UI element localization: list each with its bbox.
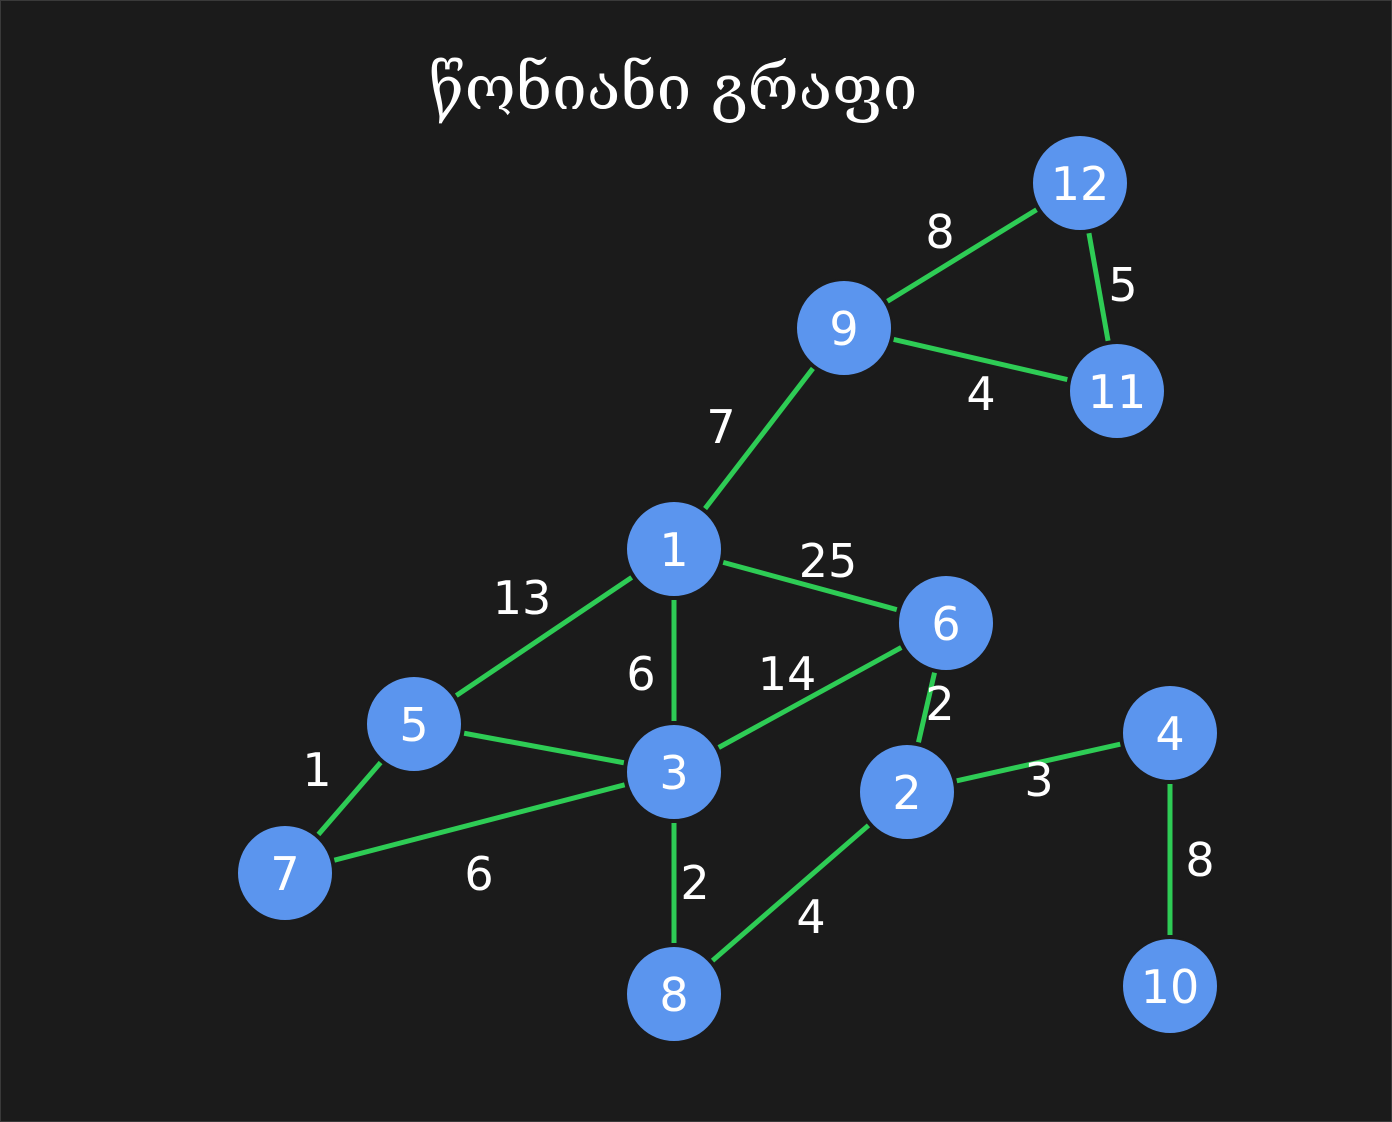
edge-7-3 [333,782,626,863]
node-circle [1031,134,1129,232]
node-circle [625,945,723,1043]
edge-weight-1-3: 6 [626,647,655,701]
node-circle [236,824,334,922]
edge-weight-5-7: 1 [302,743,331,797]
edge-12-9 [886,207,1038,304]
edge-1-6 [722,559,898,613]
node-circle [897,574,995,672]
edge-weight-7-3: 6 [464,847,493,901]
node-11: 11 [1068,342,1166,440]
edge-weight-12-11: 5 [1108,258,1137,312]
edge-6-3 [717,645,903,750]
node-circle [858,743,956,841]
node-8: 8 [625,945,723,1043]
edge-5-3 [463,730,625,766]
edge-6-2 [916,672,937,743]
edge-weight-6-2: 2 [925,677,954,731]
node-label: 7 [270,847,299,901]
node-label: 3 [659,746,688,800]
node-label: 2 [892,766,921,820]
node-circle [625,723,723,821]
edge-2-4 [956,741,1121,784]
edge-weight-1-5: 13 [493,571,552,625]
edge-1-5 [454,575,634,698]
node-9: 9 [795,279,893,377]
node-6: 6 [897,574,995,672]
edge-weight-8-2: 4 [796,890,825,944]
node-label: 5 [399,698,428,752]
node-label: 4 [1155,707,1184,761]
node-label: 11 [1088,365,1147,419]
node-7: 7 [236,824,334,922]
edge-12-11 [1086,232,1111,342]
node-10: 10 [1121,937,1219,1035]
node-5: 5 [365,675,463,773]
edge-5-7 [316,760,383,837]
edge-weight-1-6: 25 [799,534,858,588]
edges-layer [316,207,1173,963]
edge-weight-12-9: 8 [925,205,954,259]
node-label: 1 [659,523,688,577]
node-circle [1121,937,1219,1035]
edge-9-1 [703,366,815,511]
edge-weight-2-4: 3 [1024,753,1053,807]
edge-weight-3-8: 2 [680,856,709,910]
node-label: 12 [1051,157,1110,211]
node-label: 9 [829,302,858,356]
diagram-title: წონიანი გრაფი [428,51,918,124]
node-circle [1068,342,1166,440]
node-label: 10 [1141,960,1200,1014]
edge-8-2 [710,823,871,963]
node-circle [365,675,463,773]
node-1: 1 [625,500,723,598]
node-label: 6 [931,597,960,651]
node-label: 8 [659,968,688,1022]
edge-weight-4-10: 8 [1185,833,1214,887]
node-circle [625,500,723,598]
node-circle [1121,684,1219,782]
node-12: 12 [1031,134,1129,232]
edge-weight-9-1: 7 [706,400,735,454]
node-circle [795,279,893,377]
edge-weight-9-11: 4 [966,367,995,421]
node-4: 4 [1121,684,1219,782]
node-3: 3 [625,723,723,821]
node-2: 2 [858,743,956,841]
edge-9-11 [893,337,1068,382]
edge-weight-6-3: 14 [758,647,817,701]
